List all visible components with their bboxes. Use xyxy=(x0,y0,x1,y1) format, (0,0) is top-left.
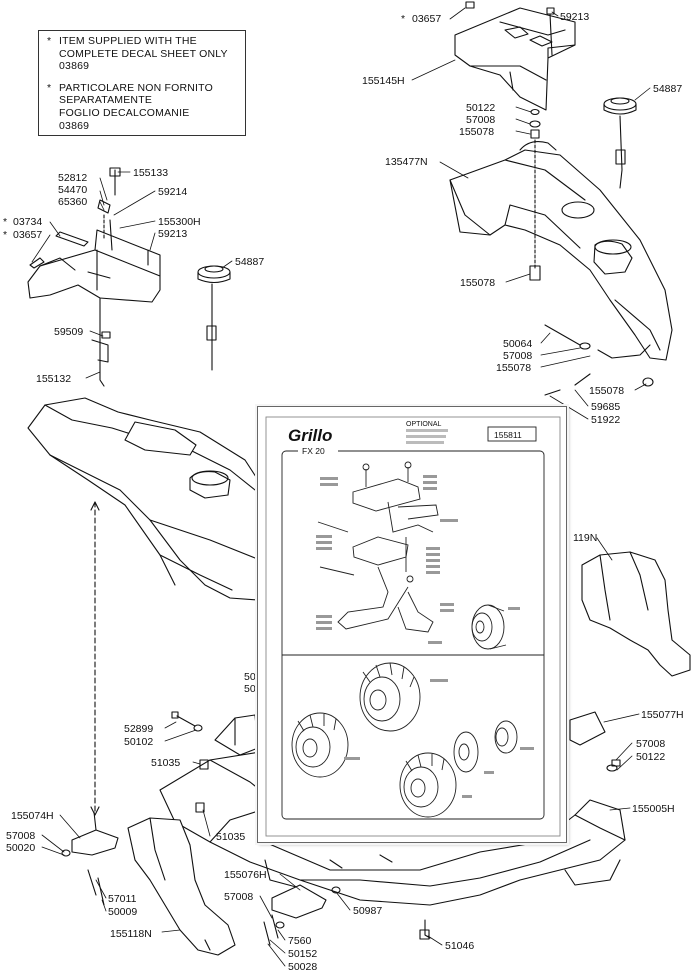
label-54470: 54470 xyxy=(58,184,87,196)
label-50009: 50009 xyxy=(108,906,137,918)
fender-body-left xyxy=(27,397,259,601)
label-57008-d: 57008 xyxy=(6,830,35,842)
bracket-155077H xyxy=(569,711,606,746)
label-155077H: 155077H xyxy=(641,709,684,721)
label-65360: 65360 xyxy=(58,196,87,208)
kit-steering-assembly xyxy=(317,461,507,650)
label-50028: 50028 xyxy=(288,961,317,973)
inset-part-number: 155811 xyxy=(494,430,522,440)
note-line-2: COMPLETE DECAL SHEET ONLY xyxy=(59,47,228,60)
part-number-box xyxy=(487,426,537,442)
note-star-2: * xyxy=(47,81,52,94)
kit-tires xyxy=(291,662,518,818)
label-50152: 50152 xyxy=(288,948,317,960)
label-54887-left: 54887 xyxy=(235,256,264,268)
fuel-tank-135477N xyxy=(449,141,673,361)
label-50122-c: 50122 xyxy=(636,751,665,763)
note-line-4: PARTICOLARE NON FORNITO xyxy=(59,81,213,94)
label-155133: 155133 xyxy=(133,167,168,179)
label-59214: 59214 xyxy=(158,186,187,198)
bracket-155300H xyxy=(27,229,161,303)
leader-lines xyxy=(31,7,651,967)
star-03657-left: * xyxy=(3,229,7,241)
fuel-cap-54887-right xyxy=(603,97,637,189)
fuel-cap-54887-left xyxy=(197,265,231,371)
optional-title: OPTIONAL xyxy=(406,421,442,428)
note-line-3: 03869 xyxy=(59,60,90,73)
label-51035-b: 51035 xyxy=(216,831,245,843)
optional-kit-inset: Grillo OPTIONAL 155811 FX 20 xyxy=(257,406,567,843)
label-59213-top: 59213 xyxy=(560,11,589,23)
label-155078-b: 155078 xyxy=(460,277,495,289)
label-50102: 50102 xyxy=(124,736,153,748)
label-57011: 57011 xyxy=(108,893,137,905)
decal-note-box: * ITEM SUPPLIED WITH THE COMPLETE DECAL S… xyxy=(38,30,246,136)
bracket-155145H xyxy=(454,1,576,111)
note-line-6: FOGLIO DECALCOMANIE xyxy=(59,106,190,119)
label-54887-right: 54887 xyxy=(653,83,682,95)
label-155145H: 155145H xyxy=(362,75,405,87)
label-7560: 7560 xyxy=(288,935,312,947)
fender-119N xyxy=(581,551,691,677)
note-line-1: ITEM SUPPLIED WITH THE xyxy=(59,35,197,47)
label-50-b: 50 xyxy=(244,683,256,695)
optional-translations-2 xyxy=(406,435,446,438)
fender-155118N xyxy=(127,817,236,956)
label-155078-c: 155078 xyxy=(496,362,531,374)
label-57008-a: 57008 xyxy=(466,114,495,126)
label-155074H: 155074H xyxy=(11,810,54,822)
label-52812: 52812 xyxy=(58,172,87,184)
label-50987: 50987 xyxy=(353,905,382,917)
chassis-frame-155005H xyxy=(159,751,626,906)
part-labels: * 03657 59213 155145H 54887 50122 57008 … xyxy=(3,11,684,973)
star-03657-top: * xyxy=(401,13,405,25)
label-03657-left: 03657 xyxy=(13,229,42,241)
label-59685: 59685 xyxy=(591,401,620,413)
label-155078-d: 155078 xyxy=(589,385,624,397)
bracket-155074H xyxy=(71,811,119,856)
label-155132: 155132 xyxy=(36,373,71,385)
label-50064: 50064 xyxy=(503,338,532,350)
label-155078-a: 155078 xyxy=(459,126,494,138)
grillo-logo: Grillo xyxy=(288,426,332,445)
label-155005H: 155005H xyxy=(632,803,675,815)
inset-model: FX 20 xyxy=(302,446,325,456)
label-155118N: 155118N xyxy=(110,928,152,940)
label-57008-c: 57008 xyxy=(636,738,665,750)
optional-translations-3 xyxy=(406,441,444,444)
label-51046: 51046 xyxy=(445,940,474,952)
note-line-7: 03869 xyxy=(59,119,90,132)
inset-frame xyxy=(281,450,545,820)
bracket-upper-mid xyxy=(214,714,259,756)
note-line-5: SEPARATAMENTE xyxy=(59,94,153,107)
label-50020: 50020 xyxy=(6,842,35,854)
bracket-155076H xyxy=(271,884,327,919)
label-59213-left: 59213 xyxy=(158,228,187,240)
label-50122-a: 50122 xyxy=(466,102,495,114)
label-155300H: 155300H xyxy=(158,216,201,228)
label-50-a: 50 xyxy=(244,671,256,683)
label-57008-e: 57008 xyxy=(224,891,253,903)
label-155076H: 155076H xyxy=(224,869,267,881)
hardware-left-top xyxy=(91,167,149,387)
hardware-lower xyxy=(61,711,621,946)
label-03657-top: 03657 xyxy=(412,13,441,25)
optional-translations-1 xyxy=(406,429,448,432)
label-03734: 03734 xyxy=(13,216,42,228)
hardware-stack-right xyxy=(529,7,654,396)
label-135477N: 135477N xyxy=(385,156,428,168)
note-star-1: * xyxy=(47,35,52,47)
label-52899: 52899 xyxy=(124,723,153,735)
star-03734: * xyxy=(3,216,7,228)
label-51035-a: 51035 xyxy=(151,757,180,769)
label-51922: 51922 xyxy=(591,414,620,426)
label-57008-b: 57008 xyxy=(503,350,532,362)
label-119N: 119N xyxy=(573,532,597,544)
label-59509: 59509 xyxy=(54,326,83,338)
